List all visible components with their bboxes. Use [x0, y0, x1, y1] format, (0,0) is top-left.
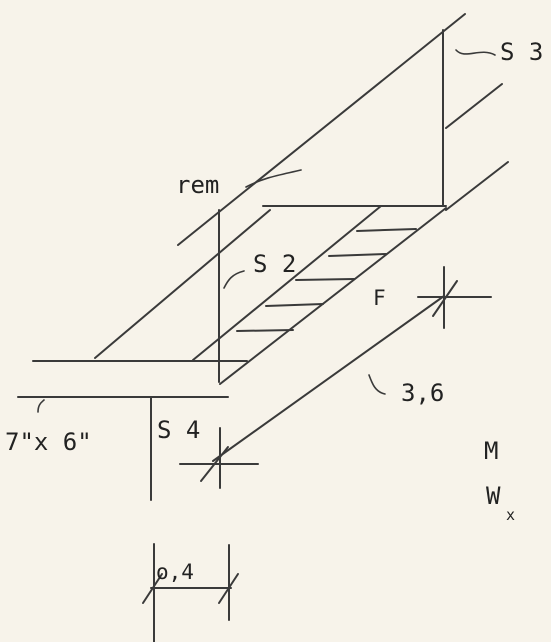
label-section-size: 7"x 6": [5, 428, 92, 456]
label-dimension-3-6: 3,6: [401, 379, 444, 407]
dimension-tick: [218, 573, 239, 604]
slab-front-long-edge: [219, 207, 447, 385]
dimension-tick: [142, 573, 163, 604]
dimension-line-3-6: [212, 295, 445, 462]
ladder-rung: [328, 253, 387, 257]
label-s2: S 2: [253, 250, 296, 278]
leader-3-6: [368, 374, 386, 395]
slab-left-edge: [94, 209, 271, 359]
label-s3: S 3: [500, 38, 543, 66]
ladder-rung: [295, 278, 355, 281]
dimension-tick: [432, 280, 458, 317]
slab-inner-long-edge: [192, 205, 382, 361]
label-f: F: [373, 286, 386, 310]
ladder-rung: [356, 228, 417, 232]
leader-s2: [223, 270, 245, 289]
ladder-rung: [236, 329, 294, 332]
dimension-tick: [200, 446, 229, 482]
ladder-rung: [265, 303, 324, 307]
rail-upper-right: [445, 83, 503, 129]
leader-rem: [245, 169, 302, 188]
rail-lower-right: [445, 161, 509, 211]
label-dimension-0-4: o,4: [156, 560, 194, 584]
label-rem: rem: [176, 171, 219, 199]
label-w: W: [486, 482, 501, 510]
leader-s3: [455, 49, 496, 56]
label-m: M: [484, 437, 498, 465]
rail-top: [177, 13, 466, 246]
label-s4: S 4: [157, 416, 200, 444]
leader-section: [37, 399, 45, 413]
label-w-subscript: x: [506, 506, 515, 524]
